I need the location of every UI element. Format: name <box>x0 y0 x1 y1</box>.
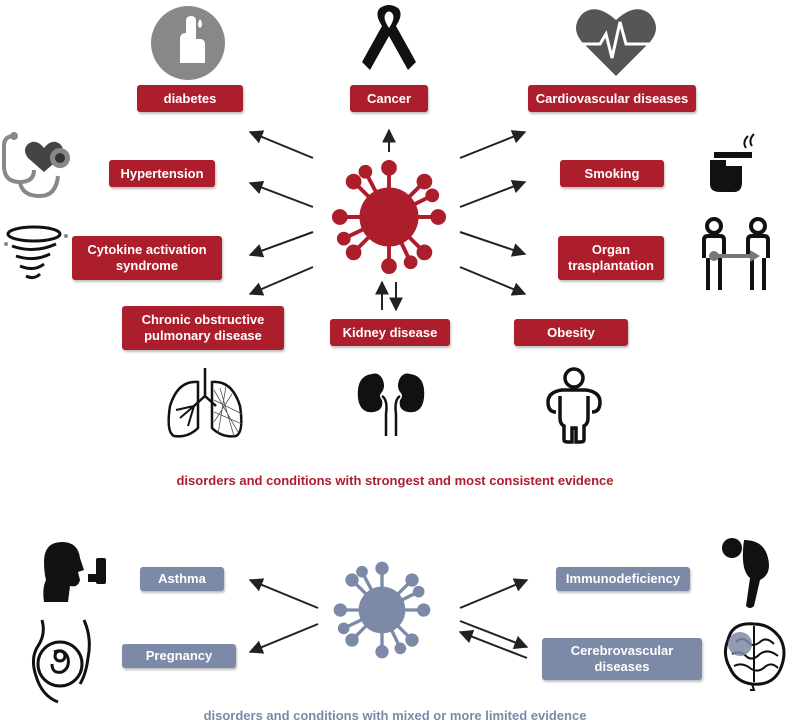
label-pregnancy: Pregnancy <box>122 644 236 668</box>
arrow-to-smoking <box>459 179 527 208</box>
label-asthma: Asthma <box>140 567 224 591</box>
label-cancer: Cancer <box>350 85 428 112</box>
arrow-to-pregnancy <box>248 623 319 654</box>
cigarette-hand-icon <box>710 133 755 192</box>
heart-ecg-icon <box>576 9 656 77</box>
lungs-icon <box>167 368 243 438</box>
label-cardiovascular-diseases: Cardiovascular diseases <box>528 85 696 112</box>
arrow-to-organ <box>459 231 527 257</box>
brain-icon <box>723 622 786 691</box>
arrow-to-immuno <box>459 578 529 609</box>
label-organ-transplantation: Organ trasplantation <box>558 236 664 280</box>
arrow-to-cerebro <box>459 620 529 649</box>
inhaler-person-icon <box>43 542 106 602</box>
pregnancy-icon <box>31 619 91 704</box>
arrow-to-asthma <box>248 578 319 609</box>
label-hypertension: Hypertension <box>109 160 215 187</box>
arrow-to-diabetes <box>248 130 314 159</box>
label-immunodeficiency: Immunodeficiency <box>556 567 690 591</box>
arrow-to-cytokine <box>248 231 314 258</box>
arrow-to-obesity <box>459 266 527 296</box>
label-diabetes: diabetes <box>137 85 243 112</box>
label-smoking: Smoking <box>560 160 664 187</box>
caption-limited-evidence: disorders and conditions with mixed or m… <box>203 708 587 723</box>
label-cerebrovascular-diseases: Cerebrovascular diseases <box>542 638 702 680</box>
arrow-to-hypertension <box>248 180 314 208</box>
arrow-from-cerebro <box>458 630 528 659</box>
hunched-person-icon <box>722 538 769 608</box>
caption-strong-evidence: disorders and conditions with strongest … <box>176 473 614 488</box>
virus-icon <box>331 159 447 275</box>
arrow-to-copd <box>248 266 314 296</box>
arrow-to-cardio <box>459 130 527 159</box>
organ-transfer-icon <box>702 217 770 290</box>
kidneys-icon <box>357 373 425 436</box>
stethoscope-heart-icon <box>2 132 70 199</box>
tornado-icon <box>4 225 68 280</box>
label-kidney-disease: Kidney disease <box>330 319 450 346</box>
label-obesity: Obesity <box>514 319 628 346</box>
ribbon-icon <box>362 5 416 70</box>
person-icon <box>546 367 602 444</box>
virus-icon-gray <box>333 561 431 659</box>
finger-prick-icon <box>151 6 225 80</box>
label-copd: Chronic obstructive pulmonary disease <box>122 306 284 350</box>
label-cytokine-activation-syndrome: Cytokine activation syndrome <box>72 236 222 280</box>
